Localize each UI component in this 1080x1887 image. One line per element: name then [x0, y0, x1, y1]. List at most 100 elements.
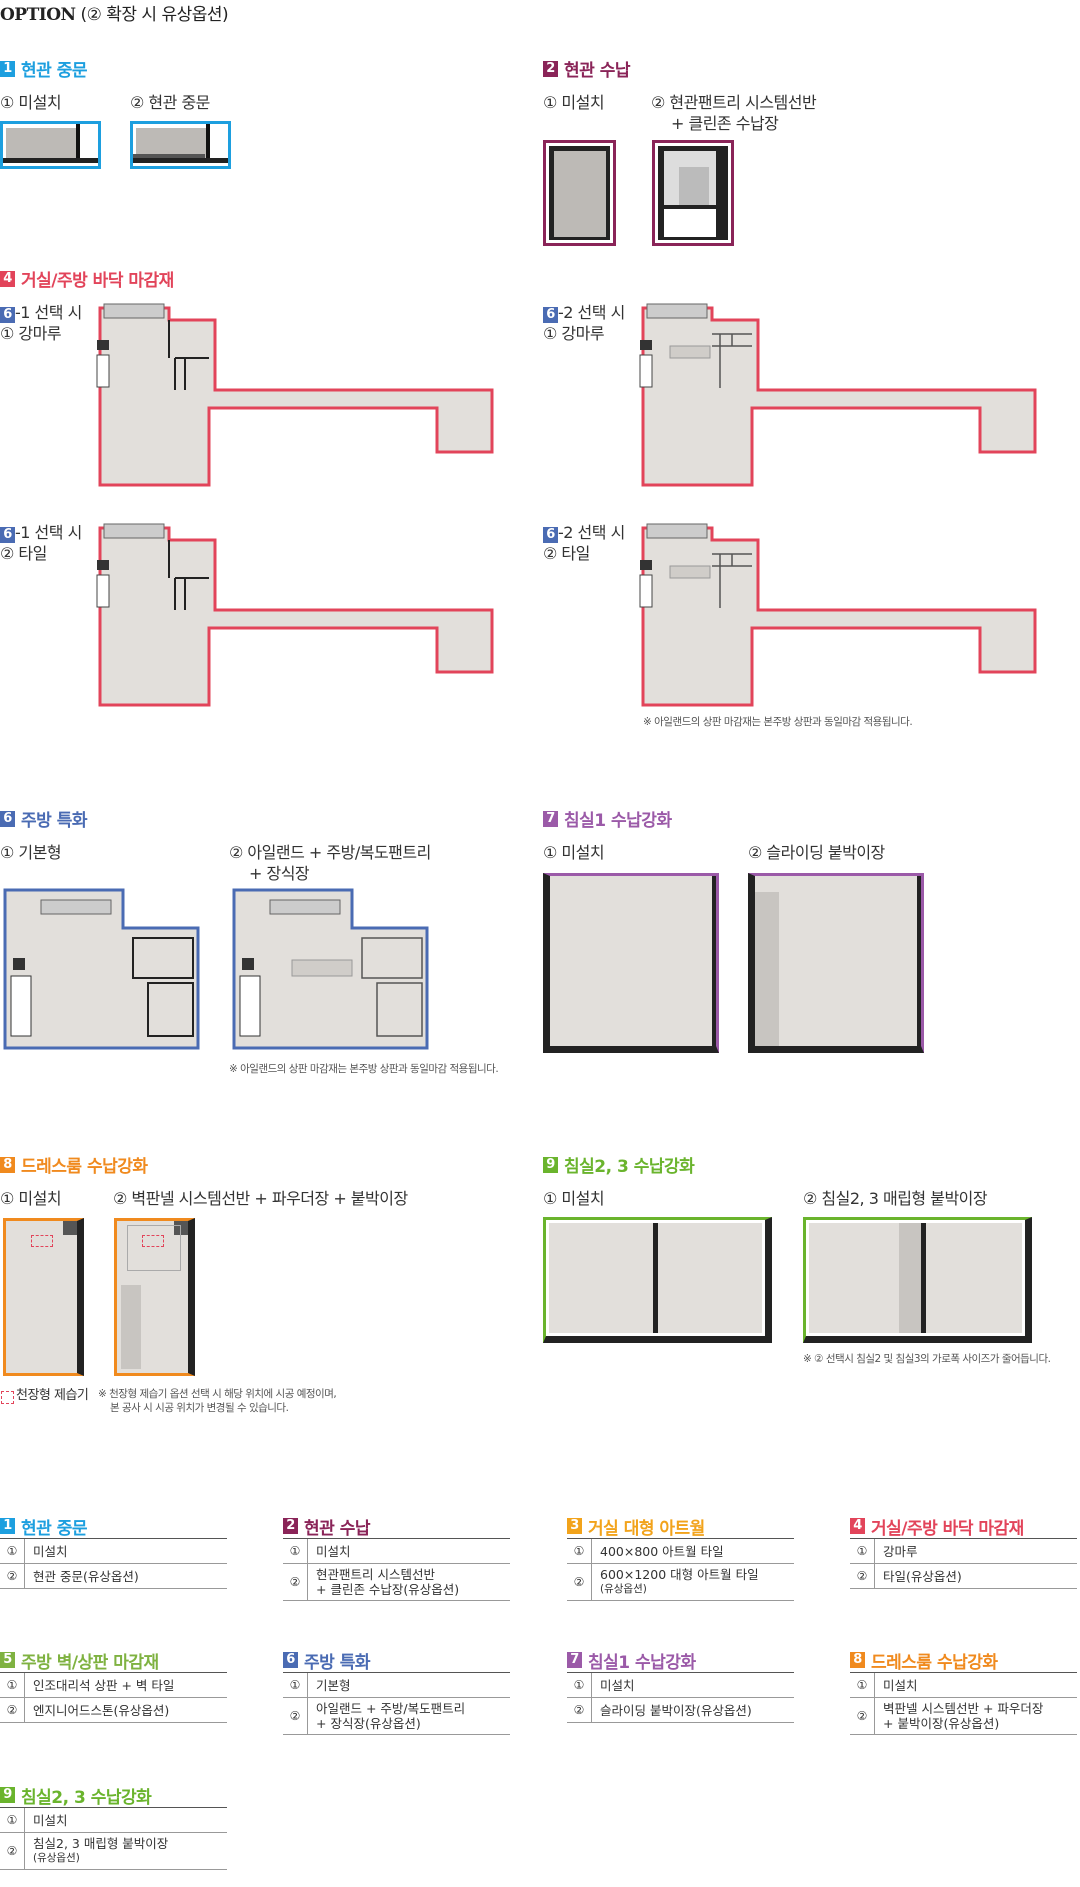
section-title-text: 현관 수납	[564, 61, 630, 81]
legend-row-number: ①	[283, 1539, 308, 1563]
s8-plan-none	[3, 1218, 84, 1376]
s9-option2-label: ② 침실2, 3 매립형 붙박이장	[803, 1189, 988, 1208]
legend-number: 1	[0, 1518, 15, 1534]
section-8-title: 8 드레스룸 수납강화	[0, 1152, 148, 1177]
legend-row-value: 600×1200 대형 아트월 타일(유상옵션)	[592, 1564, 794, 1600]
page-header: OPTION (② 확장 시 유상옵션)	[0, 0, 229, 25]
legend-number: 5	[0, 1652, 15, 1668]
section-number: 6	[0, 810, 15, 827]
section-number: 1	[0, 60, 15, 77]
legend-row-line: 아일랜드 + 주방/복도팬트리	[316, 1701, 466, 1716]
s1-option2-label: ② 현관 중문	[130, 93, 210, 112]
s9-option1-label: ① 미설치	[543, 1189, 605, 1208]
legend-row: ① 400×800 아트월 타일	[567, 1539, 794, 1564]
label-line: -1 선택 시	[15, 523, 82, 542]
legend-number: 4	[850, 1518, 865, 1534]
section-6-title: 6 주방 특화	[0, 806, 87, 831]
s4-plan2-label: 6-2 선택 시 ① 강마루	[543, 302, 625, 344]
s7-option2-label: ② 슬라이딩 붙박이장	[748, 843, 885, 862]
legend-row-line: 현관팬트리 시스템선반	[316, 1567, 435, 1582]
legend-row-value: 인조대리석 상판 + 벽 타일	[25, 1673, 227, 1697]
s8-plan-storage	[114, 1218, 195, 1376]
legend-row-line: 슬라이딩 붙박이장(유상옵션)	[600, 1702, 752, 1718]
legend-row-line: (유상옵션)	[33, 1852, 80, 1864]
label-line: -2 선택 시	[558, 303, 625, 322]
s4-plan3-label: 6-1 선택 시 ② 타일	[0, 522, 82, 564]
s4-floorplan-2	[639, 303, 1037, 487]
s2-option1-label: ① 미설치	[543, 93, 605, 112]
legend-row-line: 미설치	[33, 1812, 68, 1828]
s2-option2-line2: + 클린존 수납장	[671, 114, 779, 133]
legend-row-line: 미설치	[316, 1543, 351, 1559]
s8-option1-label: ① 미설치	[0, 1189, 62, 1208]
legend-title-text: 주방 특화	[304, 1652, 370, 1673]
legend-row-number: ②	[567, 1564, 592, 1600]
s4-plan4-label: 6-2 선택 시 ② 타일	[543, 522, 625, 564]
label-line: -1 선택 시	[15, 303, 82, 322]
legend-row-value: 강마루	[875, 1539, 1077, 1563]
s4-floorplan-4	[639, 523, 1037, 707]
label-line: ① 강마루	[0, 324, 62, 343]
tag-6: 6	[0, 307, 15, 323]
section-number: 4	[0, 270, 15, 287]
tag-6: 6	[543, 307, 558, 323]
label-line: ② 타일	[543, 544, 590, 563]
legend-row-number: ①	[0, 1539, 25, 1563]
legend-row-value: 현관팬트리 시스템선반+ 클린존 수납장(유상옵션)	[308, 1564, 510, 1600]
legend-row-value: 400×800 아트월 타일	[592, 1539, 794, 1563]
legend-row-number: ②	[567, 1698, 592, 1722]
legend-row-value: 기본형	[308, 1673, 510, 1697]
legend-row-line: 침실2, 3 매립형 붙박이장	[33, 1836, 169, 1851]
legend-row-value: 미설치	[25, 1539, 227, 1563]
legend-row-number: ①	[0, 1673, 25, 1697]
s2-plan-none	[543, 140, 616, 246]
legend-row-line: + 클린존 수납장(유상옵션)	[316, 1582, 460, 1597]
legend-row-line: 미설치	[883, 1677, 918, 1693]
s6-option2-line1: ② 아일랜드 + 주방/복도팬트리	[229, 843, 431, 862]
legend-row-value: 미설치	[592, 1673, 794, 1697]
section-title-text: 거실/주방 바닥 마감재	[21, 271, 174, 291]
s9-plan-wardrobe	[803, 1217, 1032, 1343]
legend-row-number: ①	[567, 1539, 592, 1563]
legend-row-line: 벽판넬 시스템선반 + 파우더장	[883, 1701, 1044, 1716]
legend-row-value: 미설치	[308, 1539, 510, 1563]
label-line: -2 선택 시	[558, 523, 625, 542]
legend-row-value: 미설치	[875, 1673, 1077, 1697]
legend-title-text: 거실 대형 아트월	[588, 1518, 705, 1539]
s6-plan-island	[232, 888, 429, 1050]
legend-row-line: 현관 중문(유상옵션)	[33, 1568, 139, 1584]
legend-row-number: ②	[283, 1698, 308, 1734]
s6-option2-line2: + 장식장	[249, 864, 310, 883]
legend-row-number: ①	[567, 1673, 592, 1697]
legend-row-line: 400×800 아트월 타일	[600, 1543, 724, 1559]
section-title-text: 현관 중문	[21, 61, 87, 81]
legend-number: 2	[283, 1518, 298, 1534]
legend-row-value: 현관 중문(유상옵션)	[25, 1564, 227, 1588]
legend-row-line: 엔지니어드스톤(유상옵션)	[33, 1702, 170, 1718]
legend-number: 9	[0, 1787, 15, 1803]
dehumidifier-legend-icon	[1, 1391, 14, 1404]
legend-title-text: 현관 중문	[21, 1518, 87, 1539]
s6-plan-basic	[3, 888, 200, 1050]
s1-option1-label: ① 미설치	[0, 93, 62, 112]
legend-row-number: ①	[850, 1539, 875, 1563]
section-title-text: 드레스룸 수납강화	[21, 1157, 148, 1177]
legend-title-text: 드레스룸 수납강화	[871, 1652, 998, 1673]
